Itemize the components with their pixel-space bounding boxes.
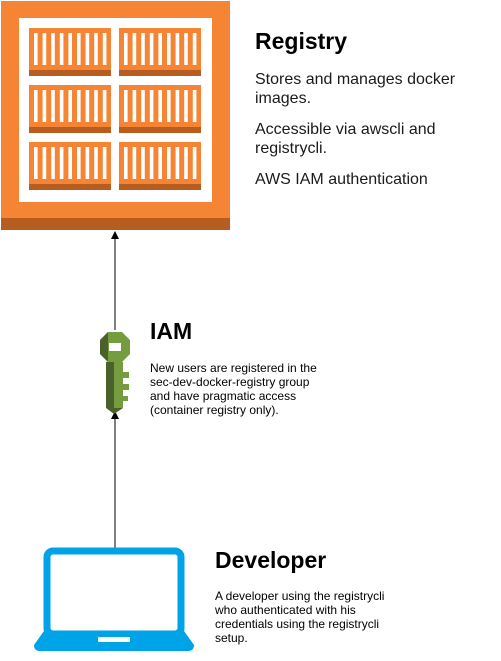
registry-line-1: Stores and manages docker images. bbox=[255, 71, 456, 107]
developer-description: A developer using the registrycli who au… bbox=[215, 589, 385, 645]
ecr-registry-icon bbox=[1, 1, 230, 230]
iam-block: IAM New users are registered in the sec-… bbox=[150, 318, 350, 417]
container-icon bbox=[119, 142, 201, 190]
container-icon bbox=[119, 85, 201, 133]
developer-title: Developer bbox=[215, 547, 327, 573]
container-icon bbox=[119, 28, 201, 76]
registry-title: Registry bbox=[255, 28, 348, 54]
iam-description: New users are registered in the sec-dev-… bbox=[150, 361, 317, 417]
container-icon bbox=[29, 142, 111, 190]
registry-block: Registry Stores and manages docker image… bbox=[255, 28, 485, 189]
registry-line-2: Accessible via awscli and registrycli. bbox=[255, 121, 436, 157]
container-icon bbox=[29, 85, 111, 133]
container-icon bbox=[29, 28, 111, 76]
laptop-icon bbox=[34, 547, 194, 651]
developer-block: Developer A developer using the registry… bbox=[215, 547, 435, 645]
iam-title: IAM bbox=[150, 318, 193, 344]
registry-line-3: AWS IAM authentication bbox=[255, 171, 428, 188]
iam-key-icon bbox=[100, 332, 130, 414]
